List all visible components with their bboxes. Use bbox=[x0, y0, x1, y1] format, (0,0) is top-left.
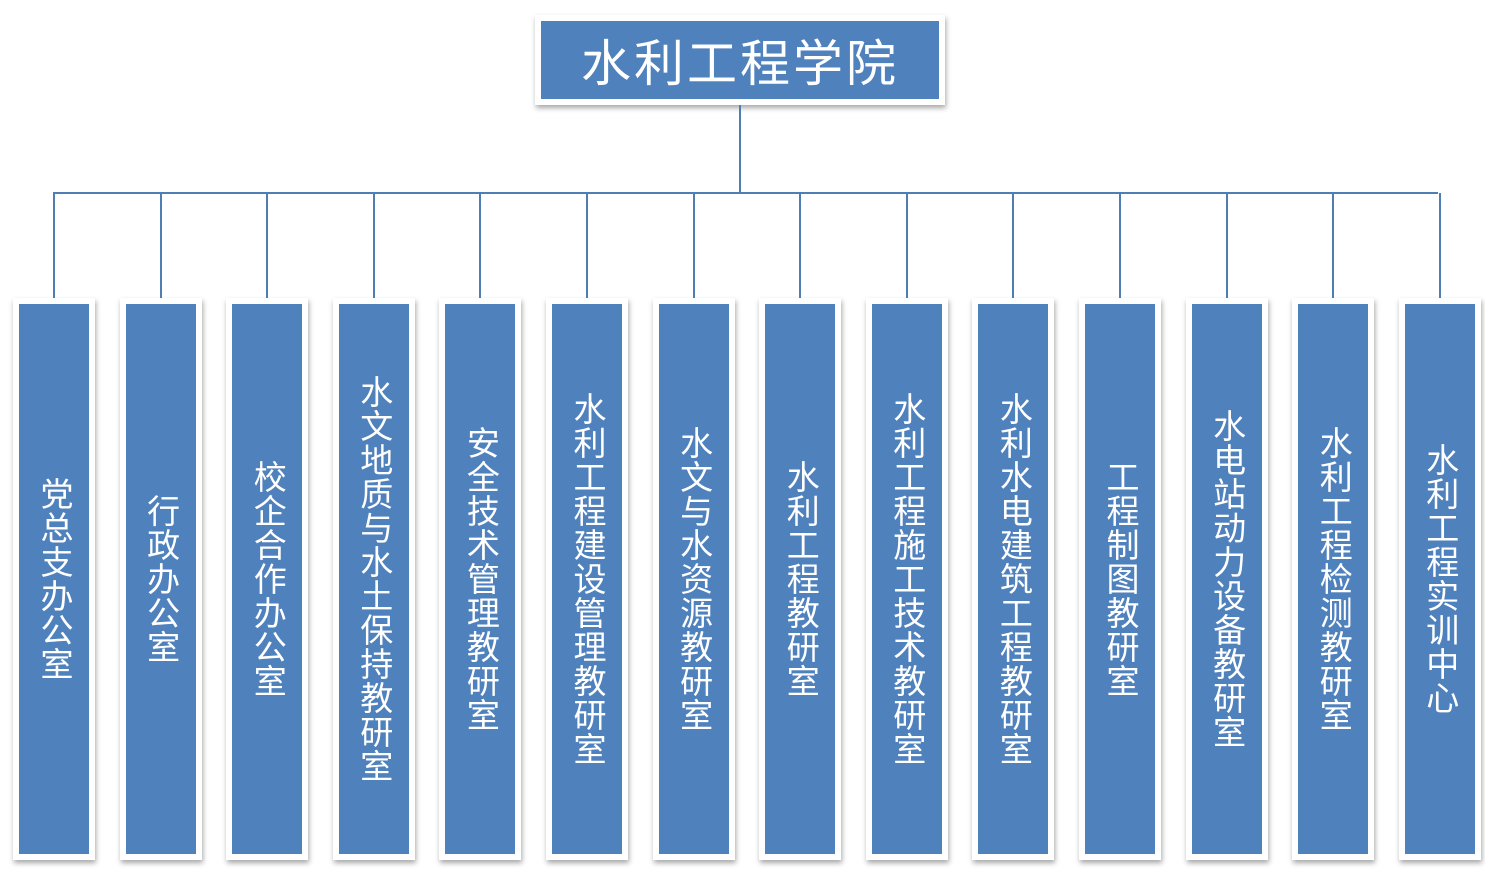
child-node-fill: 水利工程教研室 bbox=[765, 304, 836, 854]
child-drop-line bbox=[905, 193, 908, 298]
child-node: 水利水电建筑工程教研室 bbox=[972, 298, 1055, 860]
child-node-label: 工程制图教研室 bbox=[1101, 460, 1140, 698]
root-node-label: 水利工程学院 bbox=[581, 35, 899, 93]
child-node-fill: 水利工程检测教研室 bbox=[1298, 304, 1369, 854]
child-node-label: 水文与水资源教研室 bbox=[674, 426, 714, 732]
child-drop-line bbox=[159, 193, 162, 298]
root-node-fill: 水利工程学院 bbox=[541, 21, 939, 99]
child-node: 水文地质与水土保持教研室 bbox=[332, 298, 415, 860]
child-drop-line bbox=[1119, 193, 1121, 298]
child-node: 行政办公室 bbox=[119, 298, 202, 860]
child-node-fill: 水利水电建筑工程教研室 bbox=[978, 304, 1049, 854]
child-node-label: 水利水电建筑工程教研室 bbox=[994, 392, 1034, 766]
child-node-label: 水文地质与水土保持教研室 bbox=[354, 375, 394, 783]
child-drop-line bbox=[479, 193, 482, 298]
child-node-fill: 安全技术管理教研室 bbox=[445, 304, 516, 854]
child-drop-line bbox=[1012, 193, 1015, 298]
child-drop-line bbox=[1225, 193, 1228, 298]
child-node: 水电站动力设备教研室 bbox=[1185, 298, 1268, 860]
child-node-fill: 校企合作办公室 bbox=[232, 304, 303, 854]
child-node: 水利工程教研室 bbox=[759, 298, 842, 860]
child-node: 水利工程实训中心 bbox=[1398, 298, 1481, 860]
child-node-fill: 行政办公室 bbox=[125, 304, 196, 854]
child-node: 水利工程检测教研室 bbox=[1292, 298, 1375, 860]
child-node-label: 水利工程实训中心 bbox=[1420, 443, 1460, 715]
child-node-fill: 水文与水资源教研室 bbox=[658, 304, 729, 854]
horizontal-bus-line bbox=[53, 192, 1438, 194]
child-node-fill: 水利工程施工技术教研室 bbox=[871, 304, 942, 854]
child-node: 党总支办公室 bbox=[13, 298, 95, 860]
child-node-label: 水利工程建设管理教研室 bbox=[568, 392, 607, 766]
root-node: 水利工程学院 bbox=[535, 15, 945, 105]
child-node: 水利工程建设管理教研室 bbox=[546, 298, 628, 860]
child-node: 水文与水资源教研室 bbox=[652, 298, 735, 860]
child-node-fill: 水电站动力设备教研室 bbox=[1191, 304, 1262, 854]
child-node-label: 水利工程施工技术教研室 bbox=[887, 392, 927, 766]
child-node-label: 行政办公室 bbox=[141, 494, 181, 664]
child-node-fill: 水文地质与水土保持教研室 bbox=[338, 304, 409, 854]
child-node: 校企合作办公室 bbox=[226, 298, 309, 860]
child-drop-line bbox=[53, 193, 55, 298]
child-node-label: 党总支办公室 bbox=[35, 477, 74, 681]
child-node-fill: 党总支办公室 bbox=[19, 304, 89, 854]
child-node-fill: 水利工程建设管理教研室 bbox=[552, 304, 622, 854]
child-drop-line bbox=[586, 193, 588, 298]
child-node-fill: 水利工程实训中心 bbox=[1404, 304, 1475, 854]
child-node-label: 水利工程教研室 bbox=[781, 460, 821, 698]
child-node-label: 安全技术管理教研室 bbox=[461, 426, 501, 732]
child-node-label: 水利工程检测教研室 bbox=[1314, 426, 1354, 732]
child-drop-line bbox=[372, 193, 375, 298]
child-drop-line bbox=[1438, 193, 1441, 298]
child-drop-line bbox=[1332, 193, 1335, 298]
child-node: 水利工程施工技术教研室 bbox=[865, 298, 948, 860]
child-drop-line bbox=[799, 193, 802, 298]
child-node-fill: 工程制图教研室 bbox=[1085, 304, 1155, 854]
child-drop-line bbox=[266, 193, 269, 298]
root-stem-line bbox=[739, 105, 741, 193]
child-node: 安全技术管理教研室 bbox=[439, 298, 522, 860]
child-drop-line bbox=[692, 193, 695, 298]
child-node-label: 水电站动力设备教研室 bbox=[1207, 409, 1247, 749]
child-node-label: 校企合作办公室 bbox=[248, 460, 288, 698]
child-node: 工程制图教研室 bbox=[1079, 298, 1161, 860]
